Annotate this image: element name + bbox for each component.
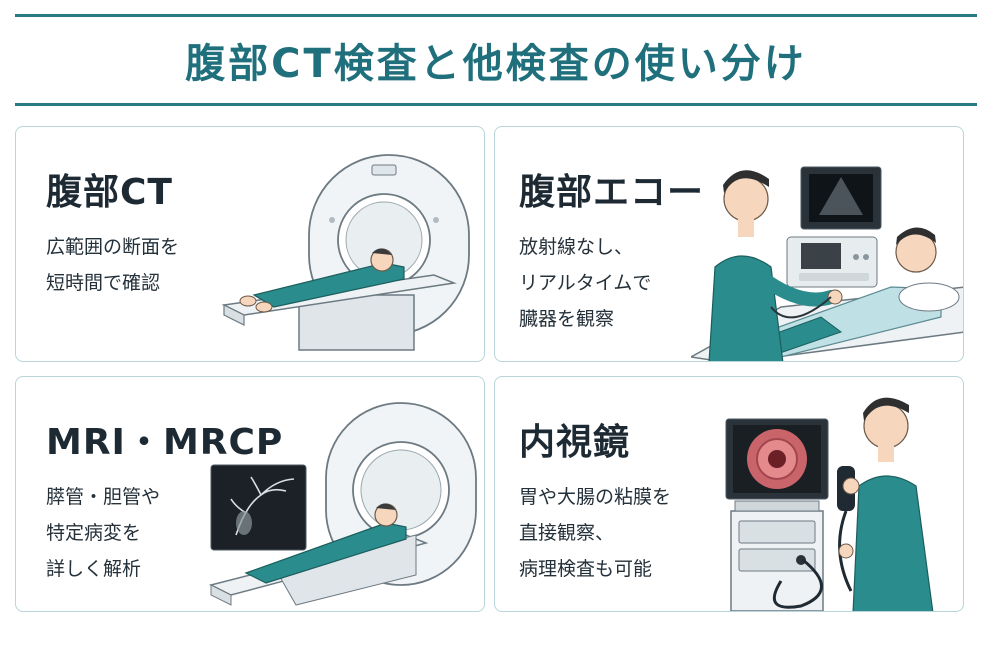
ultrasound-illustration (691, 166, 963, 361)
doctor-body (852, 475, 934, 611)
card-ct: 腹部CT 広範囲の断面を 短時間で確認 (15, 126, 485, 362)
page-title: 腹部CT検査と他検査の使い分け (185, 41, 807, 87)
desc-line: 直接観察、 (519, 522, 615, 544)
endoscope-cable (772, 558, 823, 609)
card-description: 胃や大腸の粘膜を 直接観察、 病理検査も可能 (519, 479, 671, 587)
desc-line: 広範囲の断面を (46, 236, 180, 258)
card-endoscopy: 内視鏡 胃や大腸の粘膜を 直接観察、 病理検査も可能 (494, 376, 964, 612)
desc-line: 特定病変を (46, 522, 142, 544)
title-bar: 腹部CT検査と他検査の使い分け (15, 14, 977, 106)
desc-line: 詳しく解析 (46, 558, 142, 580)
card-heading: 腹部エコー (519, 172, 705, 213)
card-description: 膵管・胆管や 特定病変を 詳しく解析 (46, 479, 160, 587)
ct-scanner-illustration (221, 154, 470, 351)
desc-line: 病理検査も可能 (519, 558, 653, 580)
mri-illustration (208, 402, 477, 606)
patient-body (244, 522, 407, 584)
card-heading: MRI・MRCP (46, 422, 284, 463)
card-heading: 腹部CT (46, 172, 173, 213)
desc-line: リアルタイムで (519, 272, 652, 294)
card-mri: MRI・MRCP 膵管・胆管や 特定病変を 詳しく解析 (15, 376, 485, 612)
desc-line: 短時間で確認 (46, 272, 161, 294)
mri-image-panel (210, 464, 307, 551)
desc-line: 膵管・胆管や (46, 486, 161, 508)
card-ultrasound: 腹部エコー 放射線なし、 リアルタイムで 臓器を観察 (494, 126, 964, 362)
endoscopy-illustration (725, 397, 934, 611)
desc-line: 胃や大腸の粘膜を (519, 486, 672, 508)
desc-line: 臓器を観察 (519, 308, 615, 330)
card-description: 放射線なし、 リアルタイムで 臓器を観察 (519, 229, 651, 337)
desc-line: 放射線なし、 (519, 236, 634, 258)
card-heading: 内視鏡 (519, 422, 631, 463)
card-description: 広範囲の断面を 短時間で確認 (46, 229, 179, 301)
